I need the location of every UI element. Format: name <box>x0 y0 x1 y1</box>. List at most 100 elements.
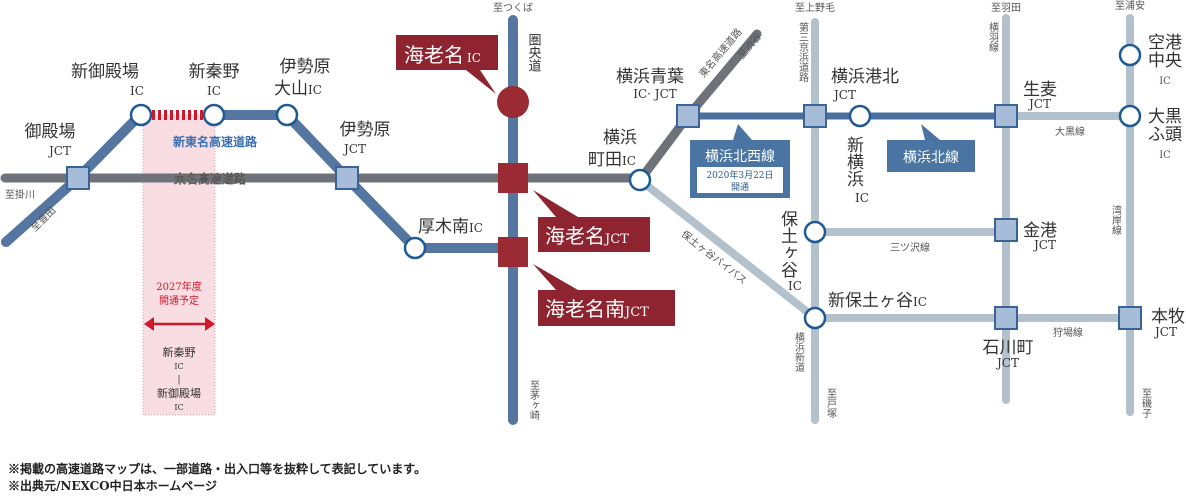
callout-ebina-jct <box>533 190 650 252</box>
label-kuko-chuo-type: IC <box>1159 76 1171 87</box>
node-shin-yokohama-ic[interactable] <box>848 104 872 128</box>
node-ebina-jct[interactable] <box>498 163 528 193</box>
planned-schedule-2: 開通予定 <box>159 294 199 307</box>
node-shin-gotemba-ic[interactable] <box>129 103 153 127</box>
planned-to-type: IC <box>174 403 183 412</box>
label-kohoku-name: 横浜港北 <box>831 67 899 87</box>
label-shin-hadano-type: IC <box>207 84 221 98</box>
planned-from-name: 新秦野 <box>163 345 196 359</box>
label-mitsuzawa: 三ツ沢線 <box>890 241 930 254</box>
label-kariba: 狩場線 <box>1053 326 1083 339</box>
label-machida-type: IC <box>622 154 636 168</box>
svg-text:新保土ヶ谷IC: 新保土ヶ谷IC <box>828 291 927 311</box>
callout-ebina-minami-jct <box>533 264 675 326</box>
label-isehara-jct-name: 伊勢原 <box>340 120 391 140</box>
label-honmoku-name: 本牧 <box>1151 307 1185 327</box>
label-shin-hodogaya-type: IC <box>913 295 927 309</box>
node-hodogaya-ic[interactable] <box>803 220 827 244</box>
label-isehara-oyama-type: IC <box>308 83 322 97</box>
label-wangan: 湾岸線 <box>1110 204 1122 235</box>
label-shin-hadano-name: 新秦野 <box>189 62 240 82</box>
label-yokohama-shindo: 横浜新道 <box>793 331 805 372</box>
node-ishikawacho-jct[interactable] <box>994 306 1018 330</box>
label-isehara-oyama-name1: 伊勢原 <box>280 57 331 77</box>
label-daikoku-type: IC <box>1159 150 1171 161</box>
ebina-jct-name: 海老名 <box>545 224 605 248</box>
label-shin-gotemba-type: IC <box>130 84 144 98</box>
label-daisan-keihin: 第三京浜道路 <box>797 21 809 83</box>
node-ebina-minami-jct[interactable] <box>498 237 528 267</box>
callout-ebina-ic <box>396 35 498 94</box>
node-daikoku-futo-ic[interactable] <box>1118 104 1142 128</box>
ebina-ic-name: 海老名 <box>404 43 464 67</box>
node-yokohama-kohoku-jct[interactable] <box>803 104 827 128</box>
label-gotemba-jct-name: 御殿場 <box>25 122 76 142</box>
ebina-ic-type: IC <box>467 51 481 65</box>
label-atsugi-minami-name: 厚木南 <box>418 217 469 237</box>
hokuseisen-title: 横浜北西線 <box>705 149 775 165</box>
node-isehara-jct[interactable] <box>335 166 359 190</box>
label-kenodo: 圏央道 <box>526 33 542 72</box>
node-atsugi-minami-ic[interactable] <box>403 236 427 260</box>
svg-text:町田IC: 町田IC <box>588 150 636 170</box>
ebina-minami-jct-type: JCT <box>623 305 649 320</box>
dest-kaminoge: 至上野毛 <box>795 2 835 14</box>
node-yokohama-machida-ic[interactable] <box>628 168 652 192</box>
label-tomei: 東名高速道路 <box>174 171 247 186</box>
planned-schedule-1: 2027年度 <box>156 280 201 293</box>
label-shintomei: 新東名高速道路 <box>173 134 258 149</box>
node-shin-hodogaya-ic[interactable] <box>803 306 827 330</box>
label-kohoku-type: JCT <box>832 88 856 102</box>
label-kuko-chuo-name2: 中央 <box>1148 51 1182 71</box>
svg-text:大山IC: 大山IC <box>274 79 322 99</box>
svg-text:厚木南IC: 厚木南IC <box>418 217 483 237</box>
label-kanko-name: 金港 <box>1023 221 1057 241</box>
node-honmoku-jct[interactable] <box>1118 306 1142 330</box>
label-shin-gotemba-name: 新御殿場 <box>71 62 139 82</box>
label-honmoku-type: JCT <box>1153 325 1177 339</box>
hokuseisen-date: 2020年3月22日 <box>706 169 773 181</box>
node-shin-hadano-ic[interactable] <box>202 103 226 127</box>
ebina-jct-type: JCT <box>603 232 629 247</box>
callout-hokusen <box>887 124 975 172</box>
label-shin-hodogaya-name: 新保土ヶ谷 <box>828 291 913 311</box>
node-namamugi-jct[interactable] <box>994 104 1018 128</box>
planned-from-type: IC <box>174 362 183 371</box>
planned-section-zone <box>142 114 216 416</box>
dest-kakegawa: 至掛川 <box>5 188 35 201</box>
label-aoba-type: IC· JCT <box>633 87 677 101</box>
label-namamugi-name: 生麦 <box>1023 80 1057 100</box>
node-isehara-oyama-ic[interactable] <box>275 103 299 127</box>
label-machida-name2: 町田 <box>588 150 622 170</box>
node-ebina-ic[interactable] <box>497 86 529 118</box>
road-hodogaya-bypass <box>636 176 819 322</box>
label-daikoku-name1: 大黒 <box>1148 107 1182 127</box>
label-daikoku-name2: ふ頭 <box>1148 125 1182 145</box>
label-hodogaya-name: 保土ヶ谷 <box>777 210 798 278</box>
svg-text:海老名南JCT: 海老名南JCT <box>545 297 649 321</box>
label-ishikawacho-type: JCT <box>995 356 1019 370</box>
dest-tsukuba: 至つくば <box>493 2 533 14</box>
dest-totsuka: 至戸塚 <box>825 388 837 419</box>
hokuseisen-status: 開通 <box>731 182 749 193</box>
node-gotemba-jct[interactable] <box>66 166 90 190</box>
node-yokohama-aoba[interactable] <box>676 104 700 128</box>
callout-hokuseisen-inner <box>697 167 783 193</box>
node-kuko-chuo-ic[interactable] <box>1118 43 1142 67</box>
label-atsugi-minami-type: IC <box>469 221 483 235</box>
ebina-minami-jct-name: 海老名南 <box>545 297 625 321</box>
dest-haneda: 至羽田 <box>991 2 1021 14</box>
label-kuko-chuo-name1: 空港 <box>1148 33 1182 53</box>
planned-range-arrow <box>144 317 215 331</box>
footnote-disclaimer: ※掲載の高速道路マップは、一部道路・出入口等を抜粋して表記しています。 <box>8 462 427 476</box>
label-namamugi-type: JCT <box>1027 97 1051 111</box>
node-kanko-jct[interactable] <box>994 218 1018 242</box>
label-hodogaya-type: IC <box>788 279 802 293</box>
footnote-source: ※出典元/NEXCO中日本ホームページ <box>8 479 218 493</box>
label-gotemba-jct-type: JCT <box>47 144 71 158</box>
label-machida-name1: 横浜 <box>603 128 637 148</box>
label-daikoku: 大黒線 <box>1055 125 1085 138</box>
planned-to-name: 新御殿場 <box>157 386 201 400</box>
